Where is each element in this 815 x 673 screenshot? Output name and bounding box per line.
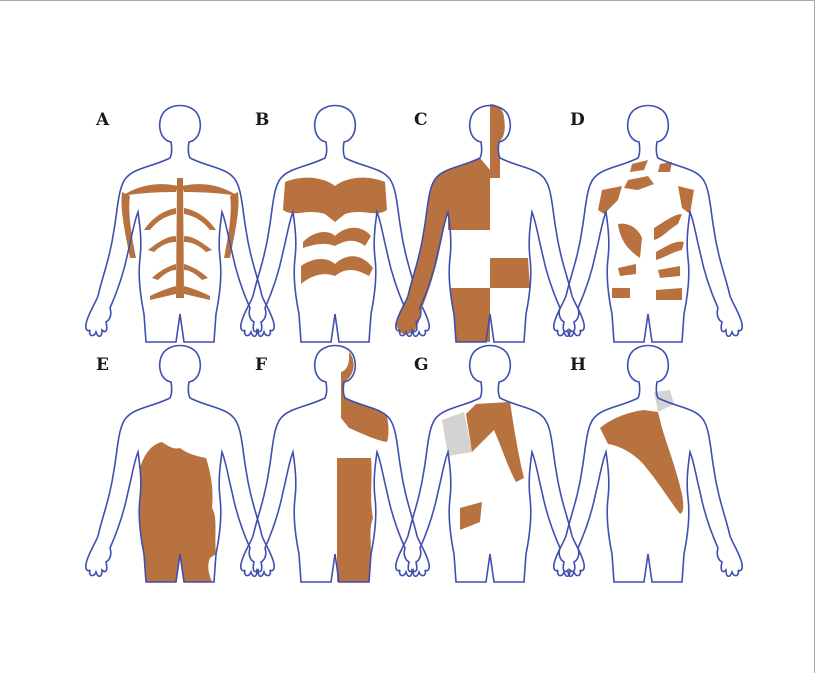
body-outline-g — [396, 346, 584, 583]
body-diagram-c — [396, 104, 584, 342]
lesion-b — [283, 178, 387, 284]
lesion-c — [396, 104, 530, 342]
body-diagram-h — [554, 346, 742, 583]
body-diagram-b — [241, 106, 429, 343]
lesion-d — [598, 160, 694, 300]
body-outline-d — [554, 106, 742, 343]
lesion-g — [442, 402, 524, 530]
lesion-h — [600, 390, 683, 514]
body-outline-b — [241, 106, 429, 343]
body-diagram-e — [86, 346, 274, 583]
lesion-e — [139, 442, 216, 582]
body-diagram-f — [241, 346, 429, 583]
body-diagram-g — [396, 346, 584, 583]
body-diagram-d — [554, 106, 742, 343]
body-diagram-a — [86, 106, 274, 343]
body-outline-f — [241, 346, 429, 583]
